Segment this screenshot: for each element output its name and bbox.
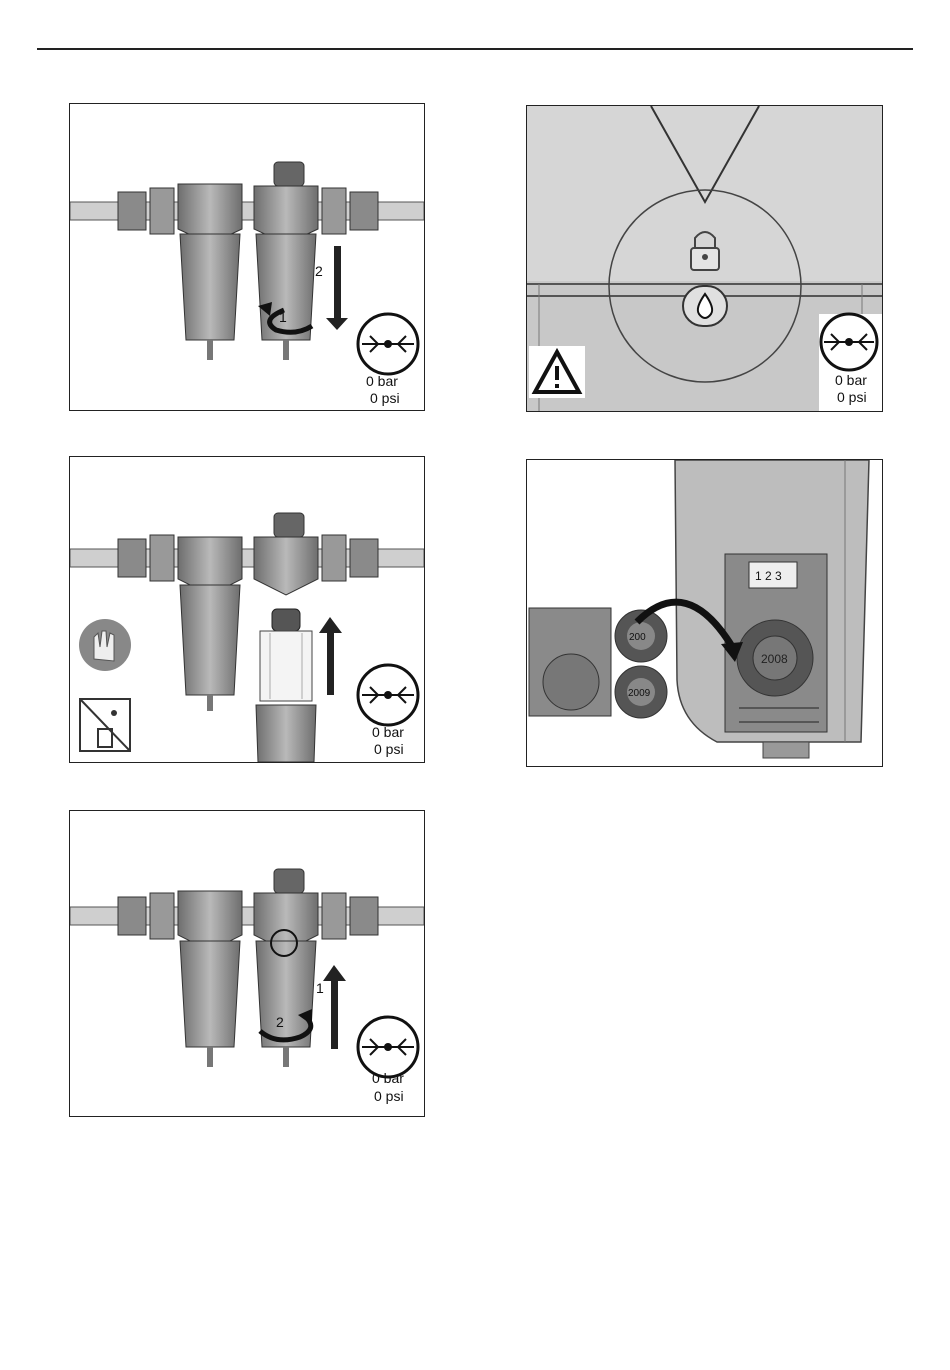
- panel-install-bowl: 1 2 0 bar 0 psi: [69, 810, 425, 1117]
- pressure-psi-label: 0 psi: [370, 390, 400, 406]
- header-rule: [37, 48, 913, 50]
- year-label: 2008: [761, 652, 788, 666]
- pressure-bar-label: 0 bar: [366, 373, 398, 389]
- straight-arrow-icon: [326, 246, 348, 330]
- straight-arrow-icon: [323, 965, 346, 1049]
- gloves-icon: [79, 619, 131, 671]
- drop-icon: [683, 286, 727, 326]
- step-1-label: 1: [316, 980, 324, 996]
- panel-drain-lock: 0 bar 0 psi: [526, 105, 883, 412]
- pressure-psi-label: 0 psi: [837, 389, 867, 405]
- panel-service-sticker: 2008 1 2 3 200 2009: [526, 459, 883, 767]
- pressure-release-icon: [358, 665, 418, 725]
- year-step-label: 1 2 3: [755, 569, 782, 583]
- pressure-psi-label: 0 psi: [374, 1088, 404, 1104]
- step-2-label: 2: [276, 1014, 284, 1030]
- pressure-release-icon: [358, 314, 418, 374]
- pressure-bar-label: 0 bar: [372, 1070, 404, 1086]
- pressure-bar-label: 0 bar: [835, 372, 867, 388]
- pressure-psi-label: 0 psi: [374, 741, 404, 757]
- pressure-release-icon: [358, 1017, 418, 1077]
- panel-remove-bowl: 2 1 0 bar 0 psi: [69, 103, 425, 411]
- warning-icon: [529, 346, 585, 398]
- step-2-label: 2: [315, 263, 323, 279]
- pressure-bar-label: 0 bar: [372, 724, 404, 740]
- panel-replace-element: 0 bar 0 psi: [69, 456, 425, 763]
- straight-arrow-icon: [319, 617, 342, 695]
- filter-element: [260, 609, 312, 701]
- sticker-a-label: 200: [629, 632, 646, 643]
- step-1-label: 1: [279, 309, 287, 325]
- sticker-b-label: 2009: [628, 688, 651, 699]
- service-dial-icon: 2008: [737, 620, 813, 696]
- no-disposal-icon: [80, 699, 130, 751]
